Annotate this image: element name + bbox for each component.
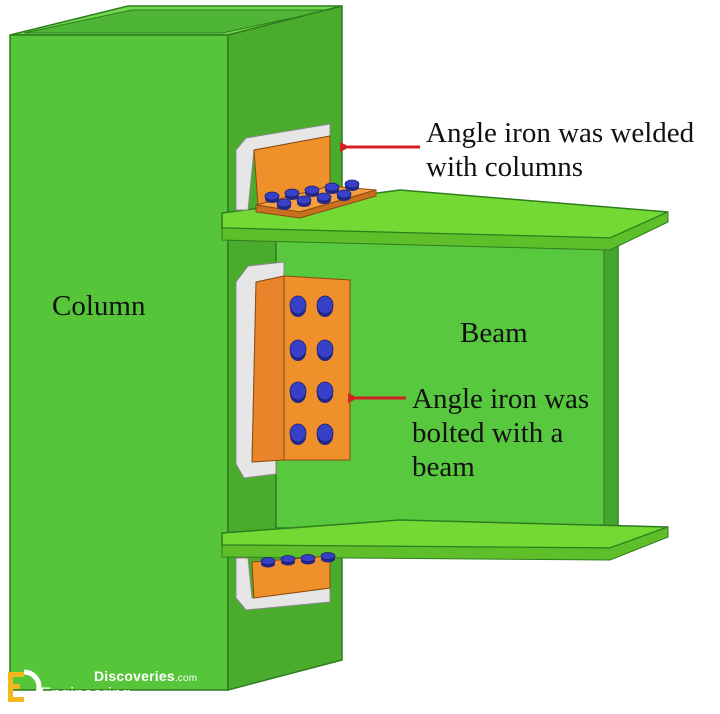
bottom-bolt xyxy=(300,554,316,565)
top-bolt xyxy=(276,198,292,210)
top-bolt xyxy=(296,195,312,207)
web-bolt xyxy=(289,381,307,403)
bolted-annotation-line-2: bolted with a xyxy=(412,417,564,450)
beam-label: Beam xyxy=(460,317,528,349)
beam xyxy=(221,189,669,561)
bolted-annotation-line-3: beam xyxy=(412,451,475,484)
welded-annotation-line-1: Angle iron was welded xyxy=(426,117,695,149)
bolted-annotation-line-1: Angle iron was xyxy=(412,383,590,415)
bottom-angle-edge xyxy=(235,557,331,611)
ed-logo-icon xyxy=(8,669,42,705)
beam-web-end xyxy=(603,239,619,542)
web-angle-iron xyxy=(235,261,351,479)
column-label: Column xyxy=(52,290,146,322)
bottom-bolts xyxy=(260,552,336,568)
welded-annotation: Angle iron was welded with columns xyxy=(426,116,694,184)
logo-brand-top: Discoveries.com xyxy=(94,668,198,684)
top-angle-horizontal-edge xyxy=(255,189,377,219)
bottom-bolt xyxy=(260,557,276,568)
web-bolt xyxy=(289,339,307,361)
column-front-face xyxy=(9,34,229,691)
bottom-bolt xyxy=(280,555,296,566)
top-bolt xyxy=(336,189,352,201)
web-bolt xyxy=(316,381,334,403)
web-bolt xyxy=(316,295,334,317)
web-bolts xyxy=(289,295,334,445)
top-bolts xyxy=(264,179,360,210)
web-angle-outstanding-leg xyxy=(251,275,285,463)
welded-annotation-line-2: with columns xyxy=(426,151,584,184)
top-bolt xyxy=(344,179,360,191)
beam-bottom-flange-edge xyxy=(221,526,669,561)
bottom-bolt xyxy=(320,552,336,563)
top-bolt xyxy=(264,191,280,203)
web-bolt xyxy=(316,423,334,445)
top-bolt xyxy=(316,192,332,204)
engineering-discoveries-logo: Discoveries.com Engineering xyxy=(6,666,206,708)
web-angle-bolted-leg xyxy=(283,275,351,461)
web-bolt xyxy=(289,295,307,317)
web-bolt xyxy=(316,339,334,361)
top-bolt xyxy=(324,182,340,194)
beam-top-flange-edge xyxy=(221,211,669,251)
top-bolt xyxy=(304,185,320,197)
logo-brand-bottom: Engineering xyxy=(40,684,131,703)
top-bolt xyxy=(284,188,300,200)
bolted-annotation: Angle iron was bolted with a beam xyxy=(412,382,589,485)
web-bolt xyxy=(289,423,307,445)
